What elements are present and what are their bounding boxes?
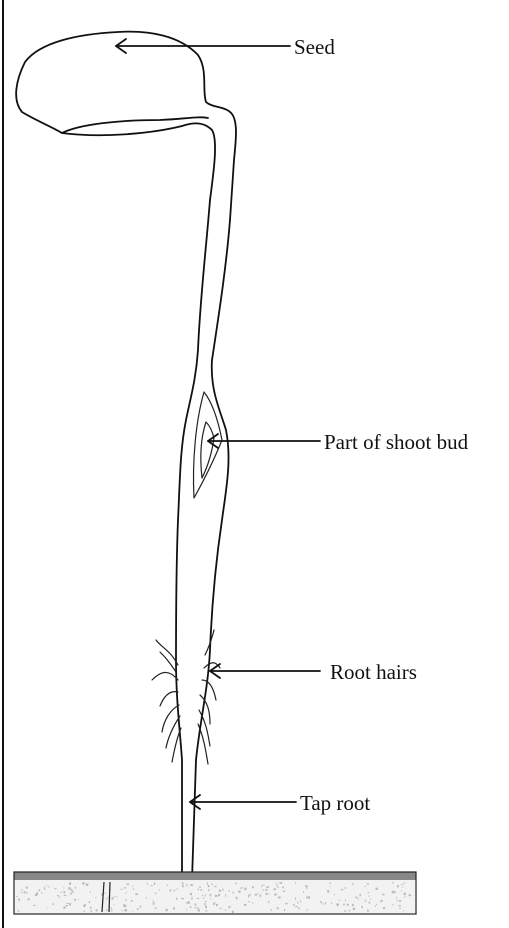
seed-pointer <box>116 39 290 53</box>
shoot-bud-outer <box>193 392 222 498</box>
tap-root-pointer <box>190 795 296 809</box>
label-shoot-bud: Part of shoot bud <box>324 430 469 454</box>
root-hairs-right <box>198 630 220 764</box>
shoot-bud-inner <box>201 422 214 478</box>
seed-outline <box>16 32 236 220</box>
stem-right-edge <box>192 220 230 880</box>
label-root-hairs: Root hairs <box>330 660 417 684</box>
shoot-bud-pointer <box>208 434 320 448</box>
stem-left-edge <box>176 200 210 880</box>
root-hairs-pointer <box>210 664 320 678</box>
label-tap-root: Tap root <box>300 791 370 815</box>
label-seed: Seed <box>294 35 335 59</box>
seed-base-curve <box>62 123 215 200</box>
soil-band <box>14 872 416 914</box>
